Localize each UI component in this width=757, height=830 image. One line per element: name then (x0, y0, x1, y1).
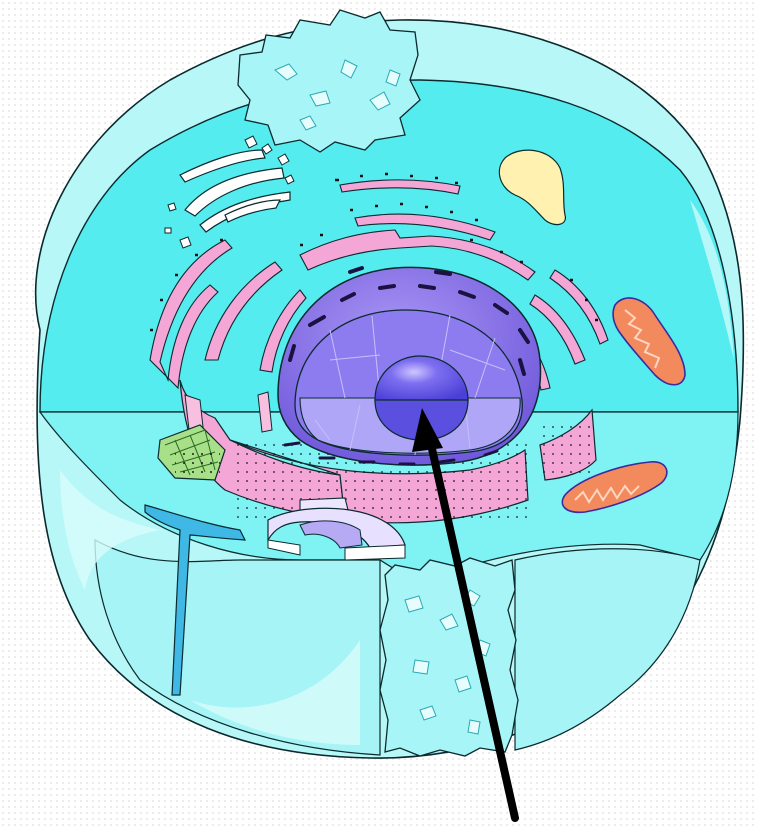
cell-illustration (0, 0, 757, 830)
cell-diagram (0, 0, 757, 830)
